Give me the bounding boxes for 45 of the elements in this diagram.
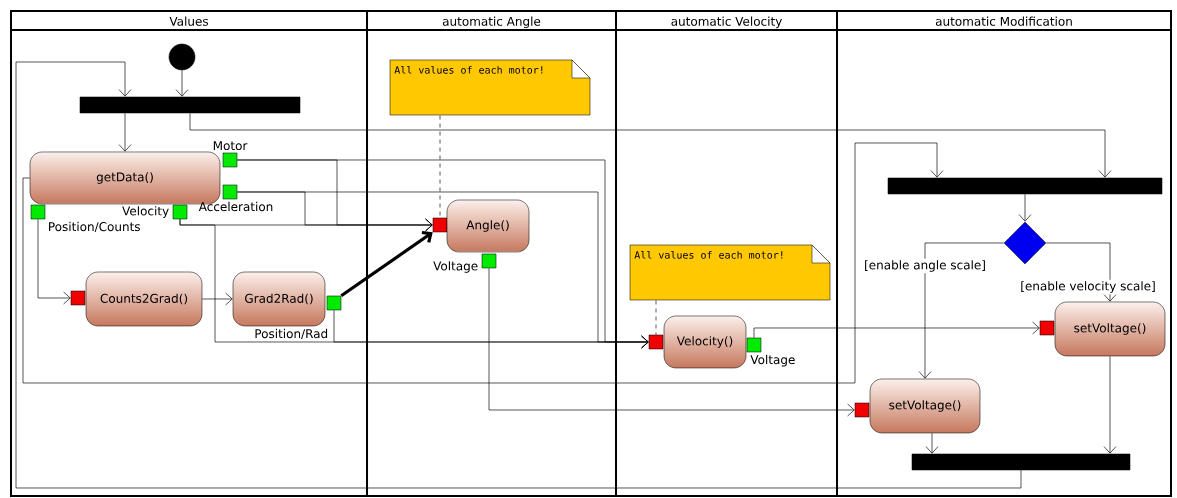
- arrow: [1103, 355, 1117, 454]
- input-pin: [854, 402, 870, 418]
- input-pin: [70, 290, 86, 306]
- arrow: [1045, 242, 1117, 302]
- output-pin: Voltage: [746, 337, 795, 367]
- node-label: Position/Counts: [49, 221, 140, 233]
- action-box: Velocity(): [663, 315, 747, 369]
- node-label: Velocity: [122, 206, 169, 218]
- sync-bar: [79, 96, 301, 114]
- arrow: [753, 321, 1040, 339]
- action-box: Grad2Rad(): [232, 271, 326, 327]
- node-label: Position/Rad: [255, 328, 328, 340]
- output-pin: Voltage: [433, 253, 497, 273]
- arrow: [189, 112, 1112, 178]
- arrow: [201, 292, 233, 306]
- action-box: setVoltage(): [1054, 301, 1166, 357]
- input-pin: [432, 217, 448, 233]
- output-pin: Velocity: [122, 204, 188, 220]
- sync-bar: [911, 453, 1131, 471]
- arrow: [340, 230, 433, 298]
- action-box: Angle(): [446, 199, 530, 253]
- edge-label: [enable velocity scale]: [1018, 279, 1158, 295]
- node-label: Voltage: [433, 261, 478, 273]
- node-label: Voltage: [750, 354, 795, 367]
- action-box: Counts2Grad(): [85, 271, 203, 327]
- edge-label: [enable angle scale]: [862, 258, 988, 274]
- start-dot: [168, 43, 196, 71]
- arrow: [118, 112, 132, 152]
- node-label: Motor: [213, 141, 248, 151]
- arrow: [22, 142, 944, 384]
- sync-bar: [887, 177, 1163, 195]
- input-pin: [648, 334, 664, 350]
- arrow: [918, 242, 1005, 379]
- note: All values of each motor!: [389, 59, 591, 116]
- arrow: [15, 61, 1022, 489]
- arrow: [1018, 193, 1032, 222]
- note: All values of each motor!: [629, 244, 831, 301]
- arrow: [175, 69, 189, 97]
- action-box: setVoltage(): [869, 378, 981, 434]
- decision-diamond: [1003, 221, 1047, 265]
- arrow: [488, 267, 855, 417]
- input-pin: [1039, 320, 1055, 336]
- arrow: [333, 309, 649, 349]
- arrow: [925, 432, 939, 454]
- arrow: [37, 218, 71, 305]
